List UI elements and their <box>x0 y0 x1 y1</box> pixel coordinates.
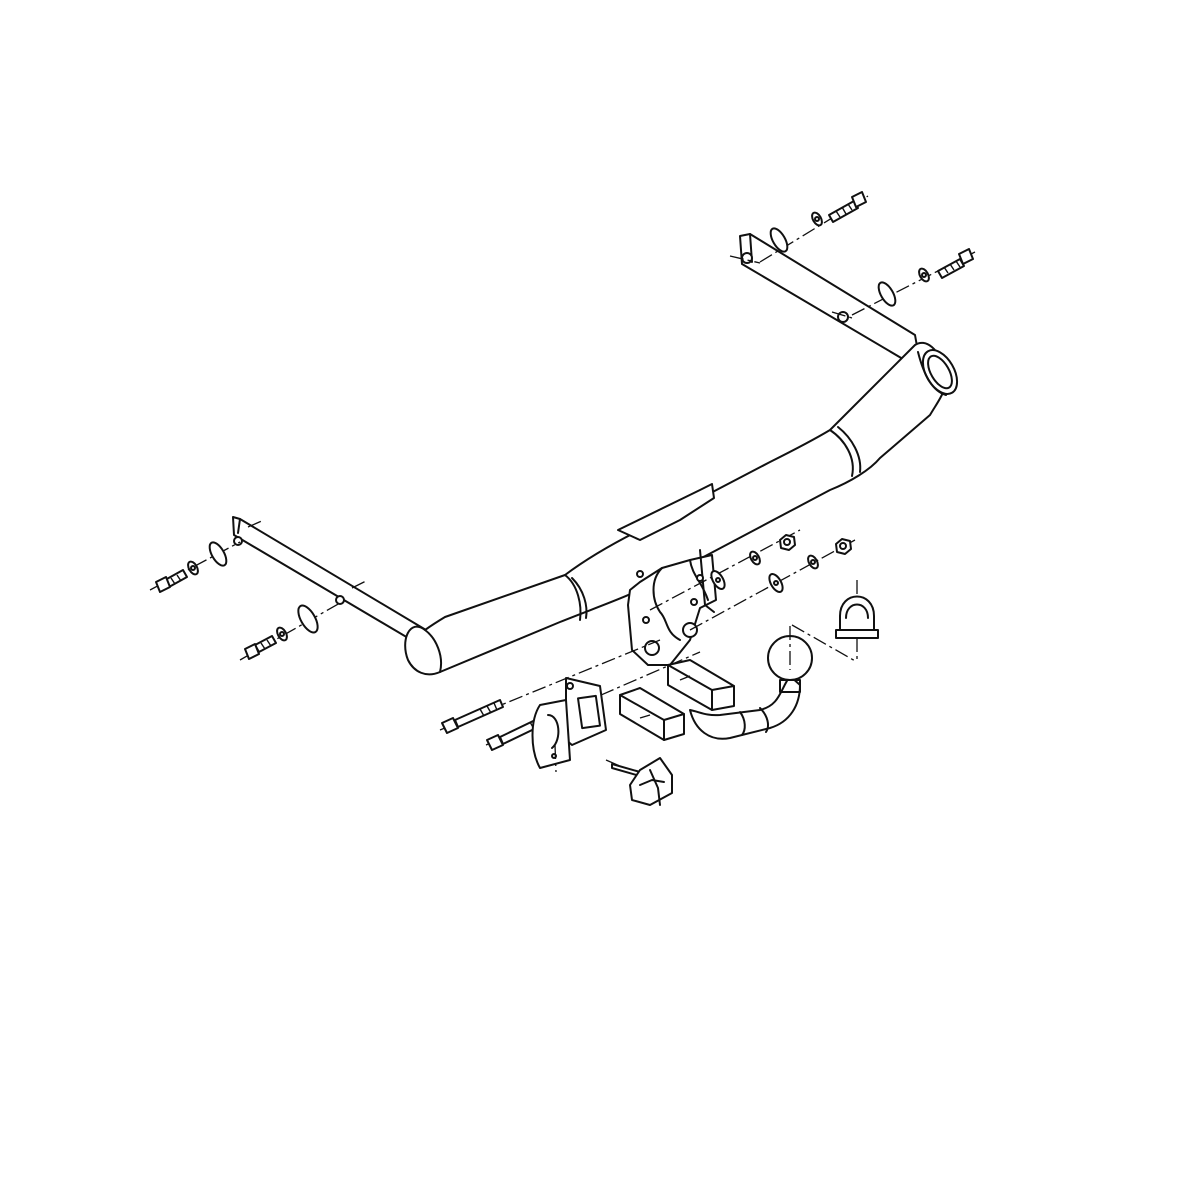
left-lower-fasteners <box>240 603 340 660</box>
large-washer <box>206 540 229 569</box>
hex-nut <box>780 535 795 550</box>
mounting-bolt <box>245 636 276 659</box>
tow-ball <box>768 626 812 692</box>
mounting-bolt <box>829 192 866 222</box>
mounting-bolt <box>156 570 187 592</box>
long-bolt-upper <box>442 700 503 733</box>
ball-cover-cap <box>792 580 878 662</box>
right-upper-fasteners <box>760 192 868 262</box>
electrical-socket <box>606 758 672 805</box>
hex-nut <box>836 539 851 554</box>
right-lower-fasteners <box>852 249 975 315</box>
large-washer <box>294 603 321 636</box>
mounting-bolt <box>938 249 973 278</box>
large-washer <box>767 226 790 255</box>
right-mounting-bracket <box>730 234 918 362</box>
large-washer <box>875 280 898 309</box>
left-upper-fasteners <box>150 540 240 592</box>
spacer-blocks <box>620 660 734 740</box>
center-lower-fasteners <box>690 539 855 630</box>
crossbar-tube <box>405 343 964 675</box>
socket-plate <box>533 678 607 772</box>
center-upper-fasteners <box>650 530 800 610</box>
left-mounting-bracket <box>233 517 426 645</box>
